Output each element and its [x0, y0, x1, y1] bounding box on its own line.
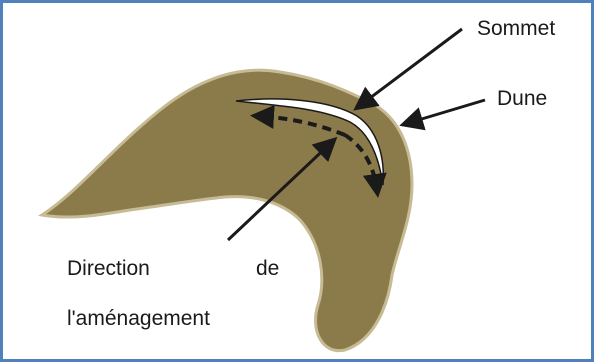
- label-sommet: Sommet: [477, 18, 555, 39]
- sommet-pointer-arrow: [358, 29, 462, 107]
- dune-pointer-arrow: [405, 100, 485, 124]
- label-de: de: [256, 258, 279, 279]
- label-amenagement: l'aménagement: [67, 308, 210, 329]
- label-dune: Dune: [497, 88, 547, 109]
- label-direction: Direction: [67, 258, 150, 279]
